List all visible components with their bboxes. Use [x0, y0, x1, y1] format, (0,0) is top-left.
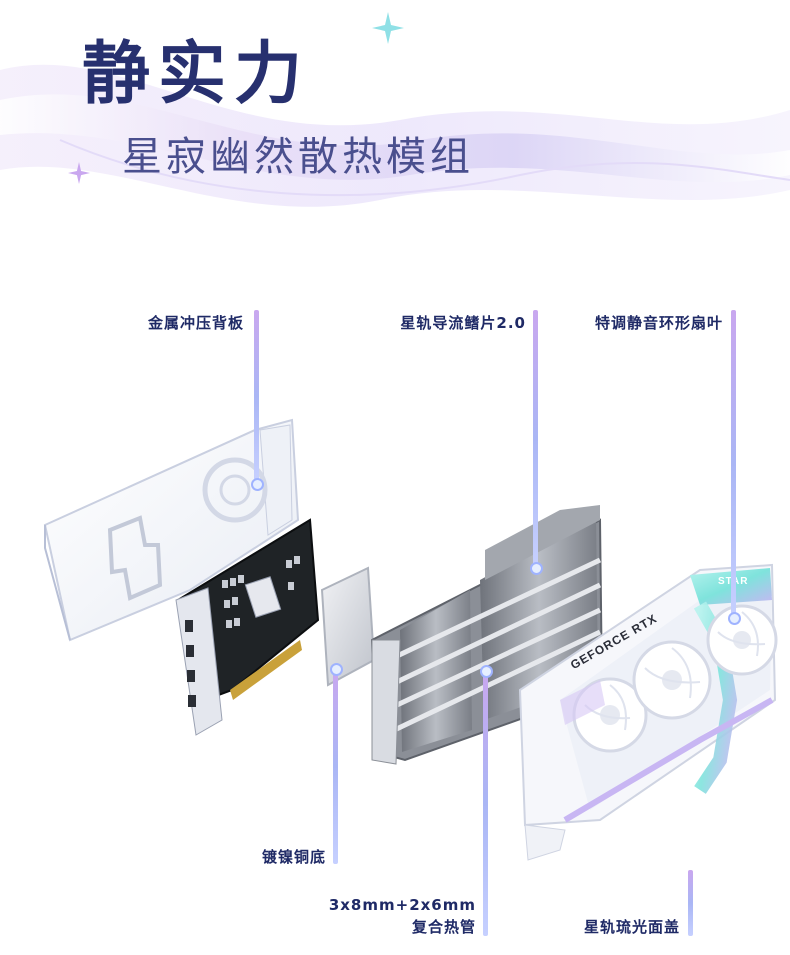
page-subtitle: 星寂幽然散热模组 — [122, 134, 474, 180]
callout-label-fins: 星轨导流鳍片2.0 — [400, 314, 526, 332]
callout-label-baseplate: 镀镍铜底 — [261, 848, 326, 866]
callout-dot-fins — [530, 562, 543, 575]
page-title: 静实力 — [82, 34, 311, 114]
sparkle-icon — [372, 12, 404, 44]
callout-line-shroud — [688, 870, 693, 936]
callout-label-backplate: 金属冲压背板 — [147, 314, 244, 332]
callout-dot-fans — [728, 612, 741, 625]
backplate-part — [43, 418, 300, 642]
callout-label-fans: 特调静音环形扇叶 — [594, 314, 723, 332]
callout-line-baseplate — [333, 668, 338, 864]
callout-label-heatpipe-spec: 3x8mm+2x6mm — [328, 896, 476, 914]
callout-line-fans — [731, 310, 736, 616]
callout-dot-heatpipe — [480, 665, 493, 678]
callout-line-heatpipe — [483, 670, 488, 936]
callout-dot-baseplate — [330, 663, 343, 676]
callout-line-fins — [533, 310, 538, 566]
shroud-part — [518, 563, 778, 861]
callout-line-backplate — [254, 310, 259, 482]
callout-label-heatpipe: 复合热管 — [411, 918, 476, 936]
callout-dot-backplate — [251, 478, 264, 491]
sparkle-icon — [68, 162, 90, 184]
pcb-part — [175, 518, 320, 736]
header-background-wave — [0, 64, 790, 207]
callout-label-shroud: 星轨琉光面盖 — [583, 918, 680, 936]
